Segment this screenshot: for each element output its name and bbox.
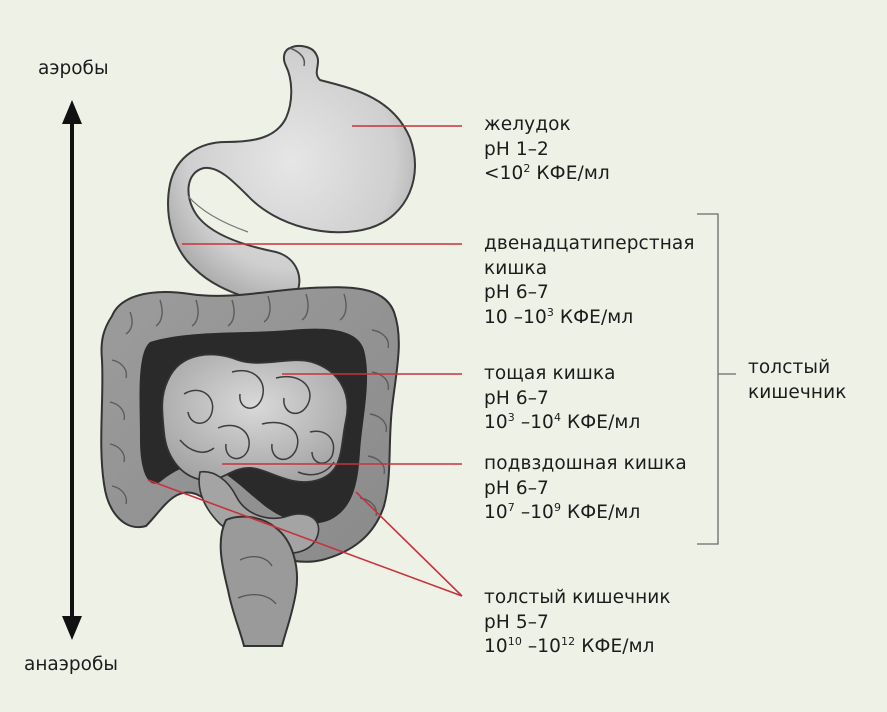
colon-count: 1010 –1012 КФЕ/мл bbox=[484, 635, 655, 657]
duodenum-ph: pH 6–7 bbox=[484, 282, 549, 303]
label-jejunum: тощая кишка pH 6–7 103 –104 КФЕ/мл bbox=[484, 362, 640, 436]
bracket-small-intestine bbox=[697, 213, 736, 545]
ileum-ph: pH 6–7 bbox=[484, 477, 549, 499]
label-duodenum: двенадцатиперстная кишка pH 6–7 10 –103 … bbox=[484, 232, 695, 330]
label-colon: толстый кишечник pH 5–7 1010 –1012 КФЕ/м… bbox=[484, 586, 671, 660]
stomach-count: <102 КФЕ/мл bbox=[484, 162, 610, 184]
aerobes-label: аэробы bbox=[38, 58, 109, 79]
duodenum-name-line2: кишка bbox=[484, 257, 548, 279]
leader-lines bbox=[147, 125, 463, 597]
jejunum-ph: pH 6–7 bbox=[484, 387, 549, 409]
bracket-label-line2: кишечник bbox=[748, 381, 847, 403]
stomach-ph: pH 1–2 bbox=[484, 138, 549, 160]
gradient-arrow bbox=[62, 100, 82, 640]
stomach-shape bbox=[167, 45, 416, 304]
label-ileum: подвздошная кишка pH 6–7 107 –109 КФЕ/мл bbox=[484, 452, 687, 526]
bracket-label-line1: толстый bbox=[748, 357, 831, 378]
bracket-label: толстый кишечник bbox=[748, 356, 847, 405]
leader-colon-a bbox=[147, 479, 463, 597]
label-stomach: желудок pH 1–2 <102 КФЕ/мл bbox=[484, 113, 610, 187]
jejunum-name: тощая кишка bbox=[484, 363, 616, 384]
duodenum-count: 10 –103 КФЕ/мл bbox=[484, 305, 634, 328]
colon-ph: pH 5–7 bbox=[484, 611, 549, 633]
colon-name: толстый кишечник bbox=[484, 587, 671, 608]
ileum-name: подвздошная кишка bbox=[484, 453, 687, 474]
anaerobes-label: анаэробы bbox=[24, 654, 118, 675]
jejunum-count: 103 –104 КФЕ/мл bbox=[484, 411, 641, 433]
ileum-count: 107 –109 КФЕ/мл bbox=[484, 501, 641, 523]
stomach-name: желудок bbox=[484, 114, 571, 135]
duodenum-name-line1: двенадцатиперстная bbox=[484, 233, 695, 254]
leader-colon-b bbox=[355, 491, 463, 597]
